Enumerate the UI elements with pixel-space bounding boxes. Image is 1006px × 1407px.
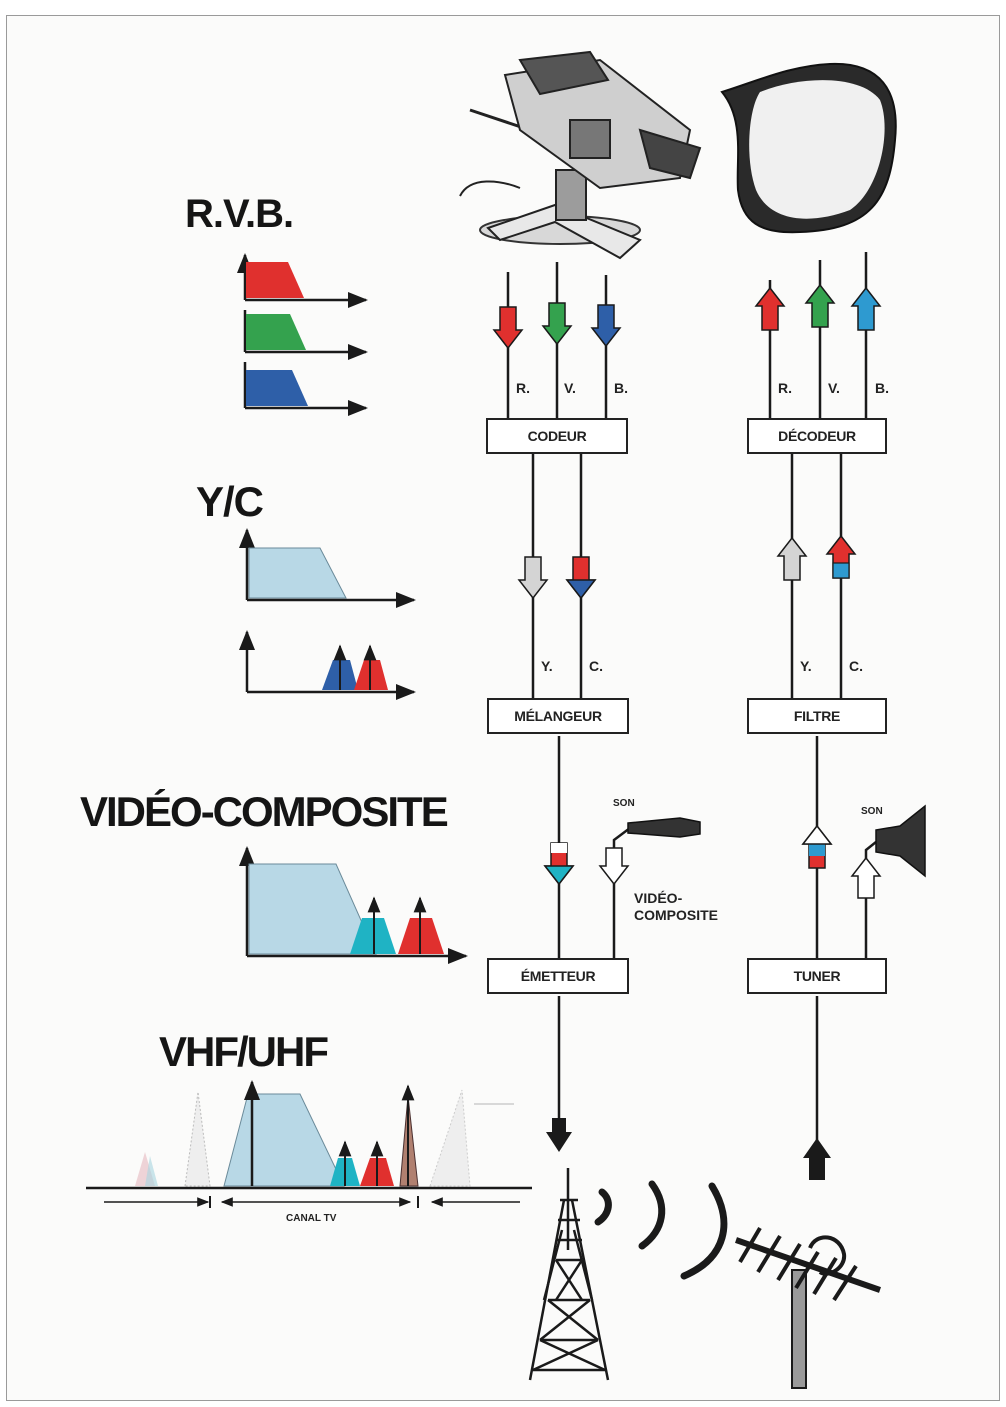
section-title-yc: Y/C: [196, 478, 264, 525]
section-title-video-composite: VIDÉO-COMPOSITE: [80, 788, 449, 835]
box-decodeur: DÉCODEUR: [747, 418, 887, 454]
radio-waves: [594, 1180, 728, 1280]
camera-icon: [459, 50, 702, 260]
microphone-icon: [627, 817, 701, 838]
label-video-composite-line1: VIDÉO-: [634, 890, 683, 906]
label-b-receiver: B.: [875, 380, 889, 396]
box-emetteur: ÉMETTEUR: [487, 958, 629, 994]
label-canal-tv: CANAL TV: [286, 1213, 337, 1224]
label-video-composite: VIDÉO- COMPOSITE: [634, 890, 764, 924]
emitter-chain: [492, 262, 701, 1152]
composite-spectrum-graph: [239, 846, 468, 964]
box-tuner: TUNER: [747, 958, 887, 994]
box-codeur: CODEUR: [486, 418, 628, 454]
label-c-receiver: C.: [849, 658, 863, 674]
label-son-emitter: SON: [613, 798, 635, 809]
section-title-rvb: R.V.B.: [185, 192, 294, 236]
box-melangeur: MÉLANGEUR: [487, 698, 629, 734]
section-title-vhf-uhf: VHF/UHF: [159, 1028, 329, 1075]
label-y-receiver: Y.: [800, 658, 812, 674]
label-c-emitter: C.: [589, 658, 603, 674]
box-filtre: FILTRE: [747, 698, 887, 734]
receiver-chain: [754, 252, 926, 1180]
label-v-emitter: V.: [564, 380, 576, 396]
vhf-uhf-spectrum-graph: [86, 1080, 532, 1208]
tv-screen-icon: [720, 62, 897, 234]
label-r-emitter: R.: [516, 380, 530, 396]
label-b-emitter: B.: [614, 380, 628, 396]
receiving-antenna-icon: [735, 1226, 881, 1389]
label-r-receiver: R.: [778, 380, 792, 396]
speaker-icon: [875, 804, 926, 878]
label-y-emitter: Y.: [541, 658, 553, 674]
transmitter-tower-icon: [528, 1168, 610, 1381]
label-video-composite-line2: COMPOSITE: [634, 907, 719, 923]
yc-spectrum-graphs: [239, 528, 416, 700]
rvb-spectrum-graphs: [237, 253, 368, 416]
label-son-receiver: SON: [861, 806, 883, 817]
label-v-receiver: V.: [828, 380, 840, 396]
